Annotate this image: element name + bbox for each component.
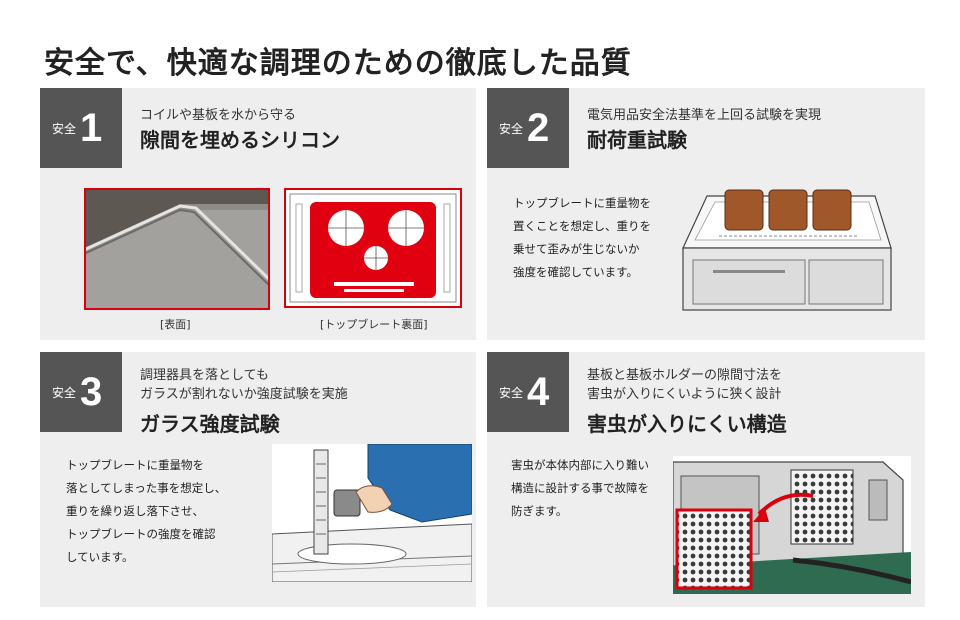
section-3-heading: ガラス強度試験 [140, 412, 280, 436]
section-3-badge-number: 3 [80, 370, 103, 414]
section-2-subtitle: 電気用品安全法基準を上回る試験を実現 [587, 108, 822, 123]
section-1-subtitle: コイルや基板を水から守る [140, 108, 297, 123]
section-3-body-line: 重りを繰り返し落下させ、 [66, 504, 204, 518]
section-3-badge: 安全 3 [40, 352, 122, 432]
section-2-body-line: 置くことを想定し、重りを [513, 219, 651, 233]
section-1-badge-number: 1 [80, 106, 103, 150]
section-3-panel: 安全 3 調理器具を落としても ガラスが割れないか強度試験を実施 ガラス強度試験… [40, 352, 476, 607]
section-3-body-line: トップブレートに重量物を [66, 458, 204, 472]
section-2-panel: 安全 2 電気用品安全法基準を上回る試験を実現 耐荷重試験 トップブレートに重量… [487, 88, 925, 340]
section-1-caption-underside: [トップブレート裏面] [320, 318, 428, 331]
section-1-badge-label: 安全 [52, 122, 77, 136]
section-4-heading: 害虫が入りにくい構造 [587, 412, 787, 436]
section-2-heading: 耐荷重試験 [587, 128, 687, 152]
section-3-subtitle-line: 調理器具を落としても [140, 368, 269, 383]
section-4-badge-label: 安全 [499, 386, 524, 400]
glass-strength-test-illustration [272, 444, 472, 582]
section-4-badge-number: 4 [527, 370, 550, 414]
section-4-subtitle-line: 基板と基板ホルダーの隙間寸法を [587, 368, 783, 383]
section-2-body-line: 乗せて歪みが生じないか [513, 242, 640, 256]
section-1-badge: 安全 1 [40, 88, 122, 168]
section-4-body-line: 防ぎます。 [511, 504, 568, 518]
section-3-body-line: トップブレートの強度を確認 [66, 527, 216, 541]
section-1-panel: 安全 1 コイルや基板を水から守る 隙間を埋めるシリコン [表面] [トップブレ… [40, 88, 476, 340]
page-title: 安全で、快適な調理のための徹底した品質 [44, 46, 632, 81]
section-3-body: トップブレートに重量物を 落としてしまった事を想定し、 重りを繰り返し落下させ、… [66, 454, 226, 569]
section-2-body-line: トップブレートに重量物を [513, 196, 651, 210]
section-3-body-line: 落としてしまった事を想定し、 [66, 481, 227, 495]
section-4-panel: 安全 4 基板と基板ホルダーの隙間寸法を 害虫が入りにくいように狭く設計 害虫が… [487, 352, 925, 607]
section-2-body: トップブレートに重量物を 置くことを想定し、重りを 乗せて歪みが生じないか 強度… [513, 192, 651, 284]
section-3-subtitle-line: ガラスが割れないか強度試験を実施 [140, 387, 348, 402]
section-3-badge-label: 安全 [52, 386, 77, 400]
section-1-heading: 隙間を埋めるシリコン [140, 128, 340, 152]
section-4-subtitle-line: 害虫が入りにくいように狭く設計 [587, 387, 782, 402]
section-2-body-line: 強度を確認しています。 [513, 265, 639, 279]
section-4-badge: 安全 4 [487, 352, 569, 432]
silicone-surface-illustration [84, 188, 270, 310]
section-2-badge: 安全 2 [487, 88, 569, 168]
section-3-body-line: しています。 [66, 550, 134, 564]
section-2-badge-number: 2 [527, 106, 550, 150]
pest-resistant-structure-illustration [673, 456, 911, 594]
section-3-subtitle: 調理器具を落としても ガラスが割れないか強度試験を実施 [140, 366, 348, 404]
section-2-badge-label: 安全 [499, 122, 524, 136]
section-4-body-line: 構造に設計する事で故障を [511, 481, 649, 495]
section-4-body-line: 害虫が本体内部に入り難い [511, 458, 649, 472]
top-plate-underside-illustration [284, 188, 462, 308]
section-4-subtitle: 基板と基板ホルダーの隙間寸法を 害虫が入りにくいように狭く設計 [587, 366, 782, 404]
section-1-caption-surface: [表面] [160, 318, 191, 331]
section-4-body: 害虫が本体内部に入り難い 構造に設計する事で故障を 防ぎます。 [511, 454, 649, 523]
load-test-illustration [682, 189, 892, 311]
